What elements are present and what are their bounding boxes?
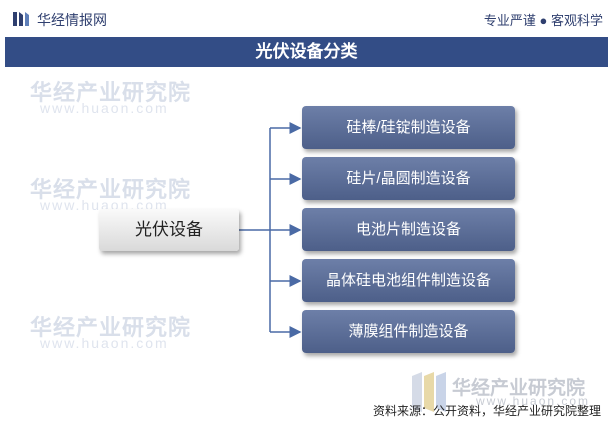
watermark-text: 华经产业研究院	[30, 80, 192, 105]
footer-logo-icon	[412, 372, 446, 412]
watermark-text: 华经产业研究院	[30, 315, 192, 340]
brand-name: 华经情报网	[37, 12, 107, 28]
child-node-silicon-ingot: 硅棒/硅锭制造设备	[302, 106, 515, 149]
footer-url: www.huaon.com	[476, 394, 591, 408]
watermark-url: www.huaon.com	[40, 100, 169, 116]
watermark-url: www.huaon.com	[40, 335, 169, 351]
watermark-text: 华经产业研究院	[30, 177, 192, 202]
brand-slogan: 专业严谨 ● 客观科学	[483, 13, 603, 28]
child-node-cell: 电池片制造设备	[302, 208, 515, 251]
source-note: 资料来源：公开资料，华经产业研究院整理	[372, 404, 601, 418]
child-node-wafer: 硅片/晶圆制造设备	[302, 157, 515, 200]
title-band: 光伏设备分类	[5, 37, 608, 67]
root-node: 光伏设备	[99, 209, 239, 251]
footer-brand: 华经产业研究院	[452, 378, 586, 399]
child-node-thin-film-module: 薄膜组件制造设备	[302, 310, 515, 353]
top-bar: 华经情报网 专业严谨 ● 客观科学	[0, 0, 613, 36]
child-node-crystalline-module: 晶体硅电池组件制造设备	[302, 259, 515, 302]
page-title: 光伏设备分类	[255, 42, 358, 61]
brand-logo-icon	[13, 12, 29, 26]
